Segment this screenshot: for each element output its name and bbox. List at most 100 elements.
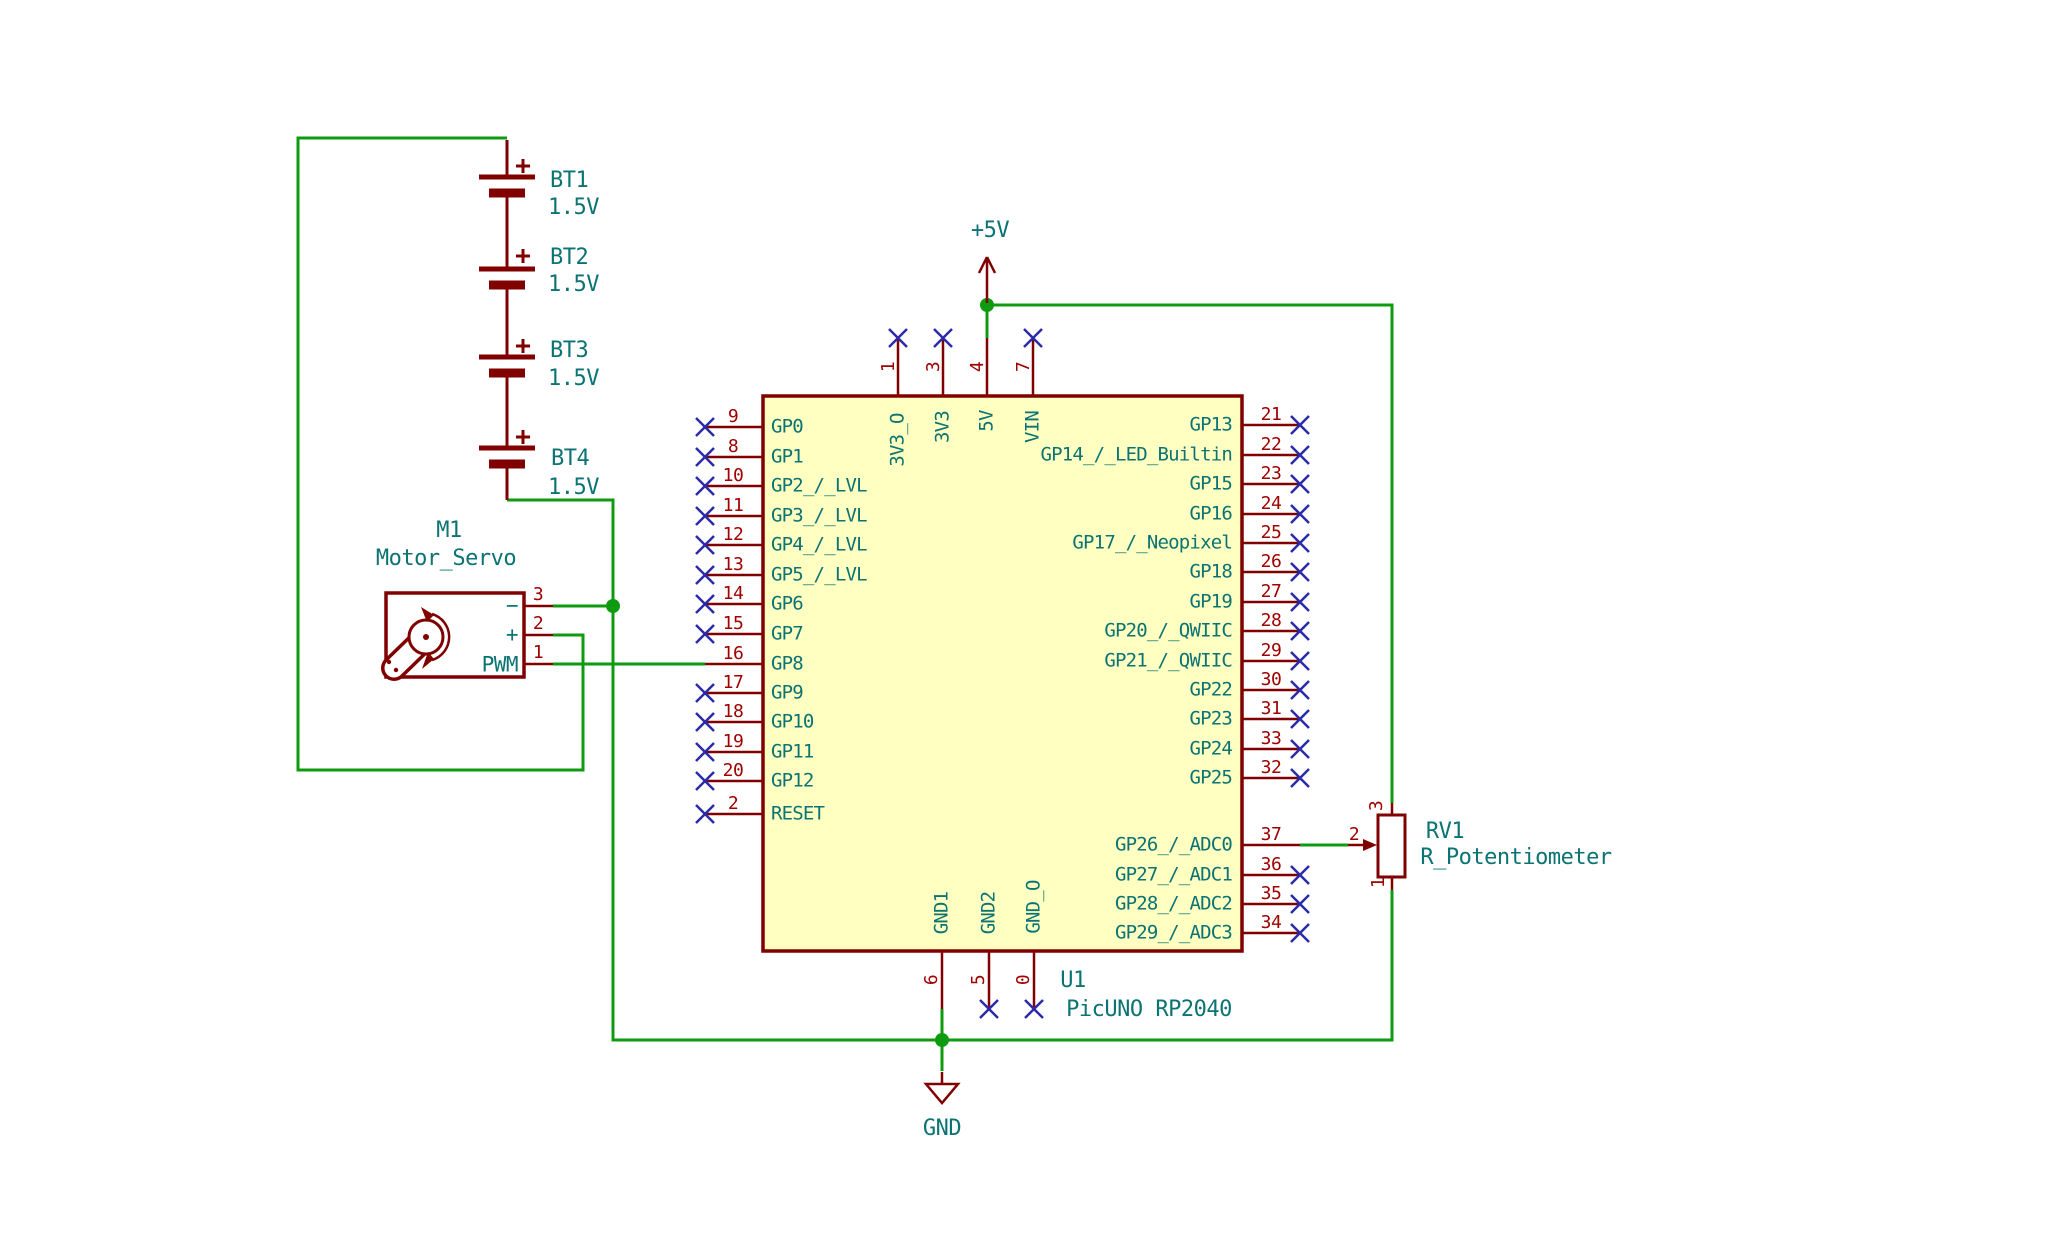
ic-left-pin-stubs <box>705 425 763 816</box>
ic-right-pin-num-8: 29 <box>1260 640 1282 661</box>
ic-bottom-pin-num-5: 5 <box>968 974 989 986</box>
servo-horn-hole-1 <box>386 659 392 665</box>
battery-ref-bt1: BT1 <box>550 168 589 193</box>
motor-servo-symbol <box>381 591 553 681</box>
junction-5v <box>980 298 994 312</box>
ic-right-pin-name-7: GP20_/_QWIIC <box>1104 619 1232 642</box>
ic-body <box>761 394 1244 953</box>
ic-right-pin-num-11: 33 <box>1260 728 1282 749</box>
ic-right-pin-name-4: GP17_/_Neopixel <box>1072 531 1232 554</box>
no-connect-left <box>695 417 715 824</box>
ic-top-pin-name-3v3o: 3V3_O <box>886 413 909 467</box>
ic-left-pin-name-1: GP1 <box>771 445 804 468</box>
ic-right-pin-name-16: GP29_/_ADC3 <box>1114 921 1233 944</box>
battery-value-bt1: 1.5V <box>548 195 599 220</box>
ic-right-pin-num-1: 22 <box>1260 434 1282 455</box>
wire-battery-to-motor-plus <box>296 136 585 772</box>
ic-value: PicUNO RP2040 <box>1066 997 1232 1022</box>
ic-left-pin-name-7: GP7 <box>771 622 804 645</box>
ic-right-pin-name-6: GP19 <box>1189 590 1232 613</box>
motor-pin-num-3: 3 <box>532 584 544 605</box>
ic-right-pin-num-15: 35 <box>1260 883 1282 904</box>
ic-right-pin-num-5: 26 <box>1260 551 1282 572</box>
ic-left-pin-name-2: GP2_/_LVL <box>771 474 868 497</box>
motor-pin-name-minus: − <box>505 593 519 618</box>
ic-bottom-pin-num-0: 0 <box>1013 974 1034 986</box>
ic-left-pin-name-12: GP12 <box>771 769 814 792</box>
potentiometer-body <box>1376 813 1407 879</box>
no-connect-right <box>1290 415 1310 943</box>
ic-left-pin-num-11: 19 <box>722 731 744 752</box>
no-connect-bottom <box>979 999 1044 1019</box>
ic-top-pin-num-4: 4 <box>967 361 988 373</box>
potentiometer-ref: RV1 <box>1425 819 1465 844</box>
motor-pin-stubs <box>524 604 553 666</box>
ic-bottom-pin-name-gndo: GND_O <box>1022 880 1045 934</box>
ic-right-pin-name-8: GP21_/_QWIIC <box>1104 649 1232 672</box>
ic-left-pin-num-4: 12 <box>722 524 744 545</box>
ic-right-pin-name-13: GP26_/_ADC0 <box>1114 833 1233 856</box>
junction-motor-minus <box>606 599 620 613</box>
wire-5v-to-pot <box>985 303 1394 803</box>
ic-top-pin-num-3: 3 <box>923 361 944 373</box>
ic-top-pin-name-5v: 5V <box>975 410 998 432</box>
ic-left-pin-name-11: GP11 <box>771 740 814 763</box>
potentiometer-value: R_Potentiometer <box>1420 845 1612 870</box>
ic-right-pin-num-12: 32 <box>1260 757 1282 778</box>
ic-right-pin-num-9: 30 <box>1260 669 1282 690</box>
motor-value: Motor_Servo <box>375 546 517 571</box>
ic-bottom-pin-num-6: 6 <box>921 974 942 986</box>
ic-right-pin-num-4: 25 <box>1260 522 1282 543</box>
junction-gnd <box>935 1033 949 1047</box>
ic-bottom-pin-name-gnd2: GND2 <box>977 891 1000 935</box>
motor-ref: M1 <box>436 518 462 543</box>
battery-short-plates <box>489 188 525 469</box>
servo-rotation-arc <box>431 612 451 662</box>
gnd-label: GND <box>922 1116 962 1141</box>
ic-top-pin-name-3v3: 3V3 <box>931 411 954 443</box>
ic-right-pin-name-0: GP13 <box>1189 413 1232 436</box>
no-connect-top <box>888 328 1043 348</box>
battery-ref-bt3: BT3 <box>550 338 589 363</box>
motor-pin-num-2: 2 <box>532 613 544 634</box>
servo-arc-arrowhead-top <box>421 607 434 622</box>
ic-right-pin-num-13: 37 <box>1260 824 1282 845</box>
ic-right-pin-name-2: GP15 <box>1189 472 1232 495</box>
ic-right-pin-num-7: 28 <box>1260 610 1282 631</box>
ic-left-pin-name-3: GP3_/_LVL <box>771 504 868 527</box>
battery-value-bt3: 1.5V <box>548 366 599 391</box>
motor-pin-name-pwm: PWM <box>481 652 519 677</box>
potentiometer-pin-num-2: 2 <box>1348 824 1360 845</box>
plus5v-label: +5V <box>970 218 1010 243</box>
ic-right-pin-num-10: 31 <box>1260 698 1282 719</box>
motor-pin-num-1: 1 <box>532 642 544 663</box>
ic-left-pin-name-13: RESET <box>771 802 825 825</box>
ic-left-pin-num-7: 15 <box>722 613 744 634</box>
wire-battery-neg-gnd-rail <box>507 498 1394 1042</box>
ic-top-pin-stubs <box>896 338 1035 396</box>
battery-stack-symbol <box>479 140 535 500</box>
ic-right-pin-stubs <box>1242 423 1300 935</box>
plus5v-symbol <box>977 256 997 303</box>
ic-left-pin-num-6: 14 <box>722 583 744 604</box>
ic-left-pin-name-8: GP8 <box>771 652 804 675</box>
ic-right-pin-name-5: GP18 <box>1189 560 1232 583</box>
junction-dots <box>606 298 994 1047</box>
ic-right-pin-name-10: GP23 <box>1189 707 1232 730</box>
battery-ref-bt4: BT4 <box>551 446 590 471</box>
ic-left-pin-num-12: 20 <box>722 760 744 781</box>
ic-symbol <box>705 338 1300 1009</box>
servo-horn-hub-dot <box>423 634 429 640</box>
ic-top-pin-num-1: 1 <box>878 361 899 373</box>
ic-left-pin-name-5: GP5_/_LVL <box>771 563 868 586</box>
ic-bottom-pin-stubs <box>940 951 1036 1009</box>
ic-bottom-pin-name-gnd1: GND1 <box>930 891 953 935</box>
ic-left-pin-num-8: 16 <box>722 643 744 664</box>
battery-long-plates <box>479 174 535 451</box>
servo-arc-arrowhead-bottom <box>422 652 434 669</box>
ic-left-pin-num-5: 13 <box>722 554 744 575</box>
ic-left-pin-num-0: 9 <box>727 406 739 427</box>
potentiometer-symbol <box>1348 803 1407 890</box>
